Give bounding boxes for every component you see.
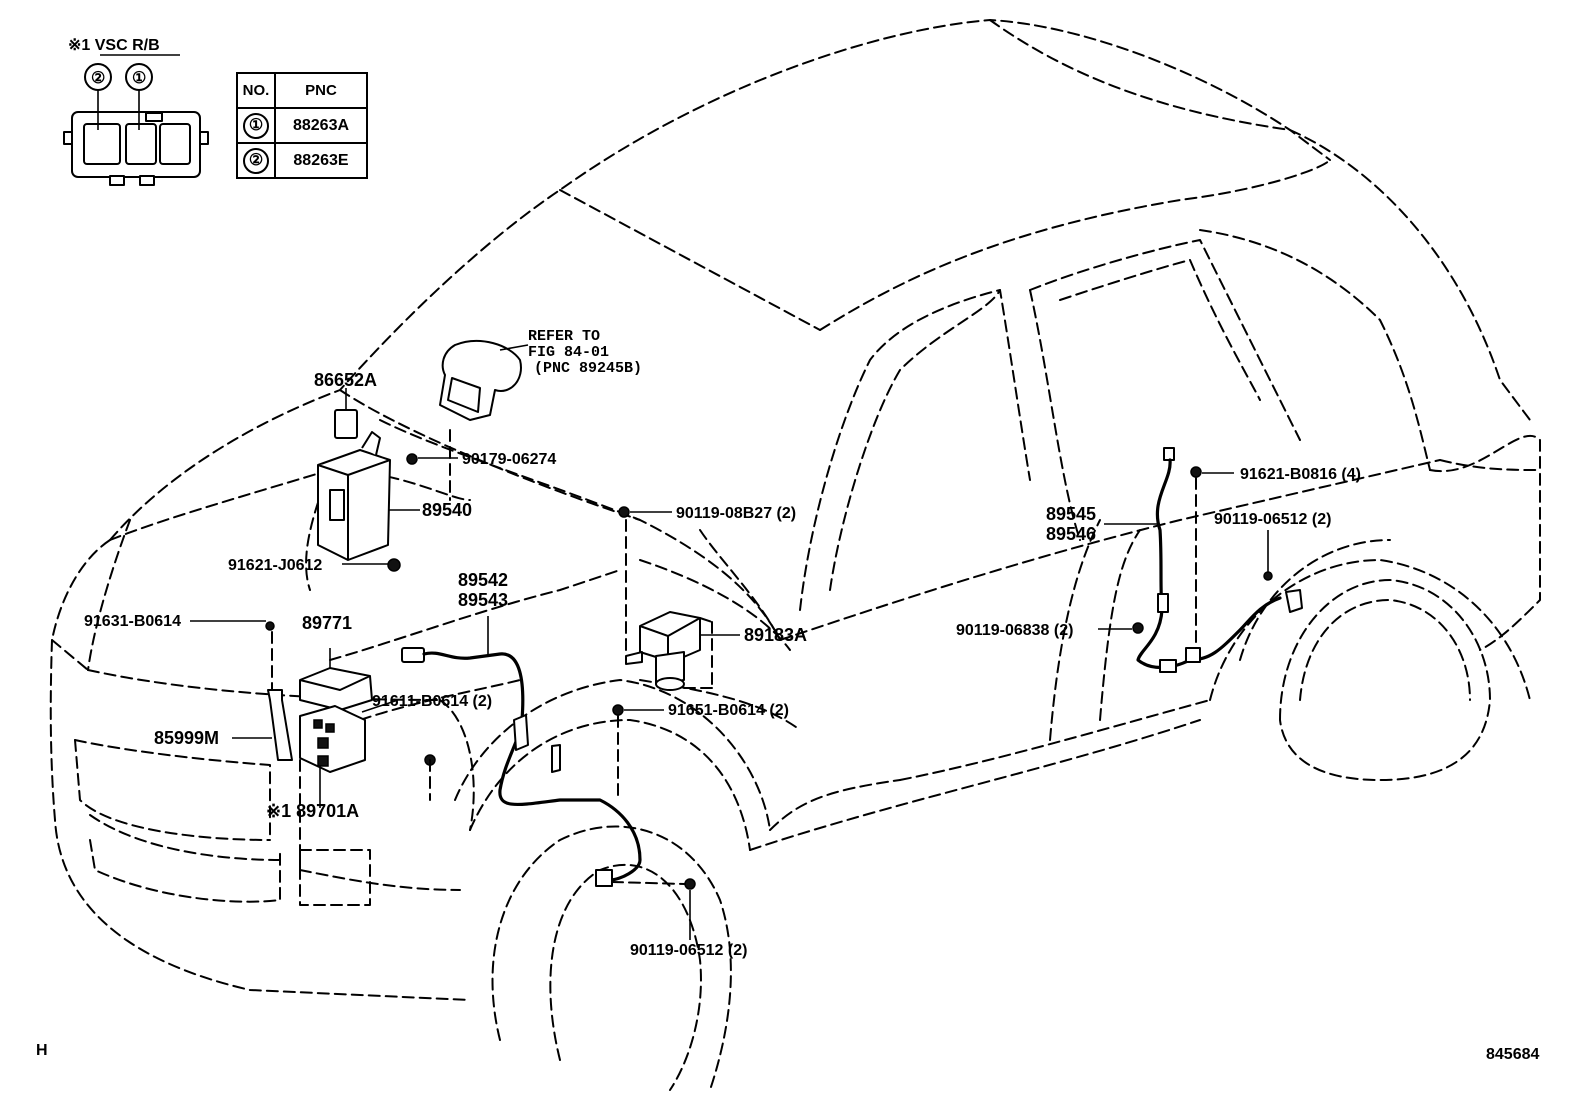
label-89771: 89771 xyxy=(302,613,352,633)
illustration-number: 845684 xyxy=(1486,1046,1540,1063)
refer-note-line-3: (PNC 89245B) xyxy=(534,360,642,377)
table-cell-pnc: 88263A xyxy=(274,107,368,144)
label-91621-B0816: 91621-B0816 (4) xyxy=(1240,466,1361,483)
label-91651-B0614: 91651-B0614 (2) xyxy=(668,702,789,719)
row-number: ① xyxy=(243,112,269,139)
label-91611-B0614: 91611-B0614 (2) xyxy=(372,693,492,710)
pnc-table-header: NO. PNC xyxy=(236,72,368,109)
table-cell-pnc: 88263E xyxy=(274,142,368,179)
table-cell-no: ① xyxy=(236,107,276,144)
connector-callout-2: ② xyxy=(91,70,105,87)
label-89546: 89546 xyxy=(1046,524,1096,544)
yaw-rate-sensor-sketch xyxy=(612,506,740,801)
table-cell-no: ② xyxy=(236,142,276,179)
refer-note: REFER TO FIG 84-01 (PNC 89245B) xyxy=(528,328,642,377)
steering-angle-sensor-sketch xyxy=(439,340,522,421)
table-row: ① 88263A xyxy=(236,107,368,144)
label-89183A: 89183A xyxy=(744,625,807,645)
vsc-relay-block-connector-sketch xyxy=(63,54,209,186)
front-speed-sensor-harness-sketch xyxy=(361,616,696,940)
connector-86652A-sketch xyxy=(334,388,358,439)
refer-note-line-1: REFER TO xyxy=(528,328,600,345)
label-86652A: 86652A xyxy=(314,370,377,390)
label-89545: 89545 xyxy=(1046,504,1096,524)
refer-note-line-2: FIG 84-01 xyxy=(528,344,609,361)
skid-control-ecu-sketch xyxy=(317,431,458,572)
connector-callout-1: ① xyxy=(132,70,146,87)
label-91631-B0614: 91631-B0614 xyxy=(84,613,181,630)
label-90119-08B27: 90119-08B27 (2) xyxy=(676,505,796,522)
pnc-table: NO. PNC ① 88263A ② 88263E xyxy=(236,72,368,179)
relay-block-sketch xyxy=(299,648,373,808)
connector-title: ※1 VSC R/B xyxy=(68,37,160,54)
label-91621-J0612: 91621-J0612 xyxy=(228,557,322,574)
label-90119-06838: 90119-06838 (2) xyxy=(956,622,1073,639)
table-header-pnc: PNC xyxy=(274,72,368,109)
label-85999M: 85999M xyxy=(154,728,219,748)
label-89701A: ※1 89701A xyxy=(266,801,359,821)
label-90179-06274: 90179-06274 xyxy=(462,451,556,468)
corner-code-left: H xyxy=(36,1042,48,1059)
vehicle-body-outline xyxy=(49,19,1541,1091)
table-row: ② 88263E xyxy=(236,142,368,179)
label-89542: 89542 xyxy=(458,570,508,590)
rear-speed-sensor-harness-sketch xyxy=(1098,447,1303,673)
label-90119-06512-rear: 90119-06512 (2) xyxy=(1214,511,1331,528)
table-header-no: NO. xyxy=(236,72,276,109)
label-89540: 89540 xyxy=(422,500,472,520)
label-90119-06512-front: 90119-06512 (2) xyxy=(630,942,747,959)
bracket-85999M-sketch xyxy=(190,620,293,761)
label-89543: 89543 xyxy=(458,590,508,610)
row-number: ② xyxy=(243,147,269,174)
